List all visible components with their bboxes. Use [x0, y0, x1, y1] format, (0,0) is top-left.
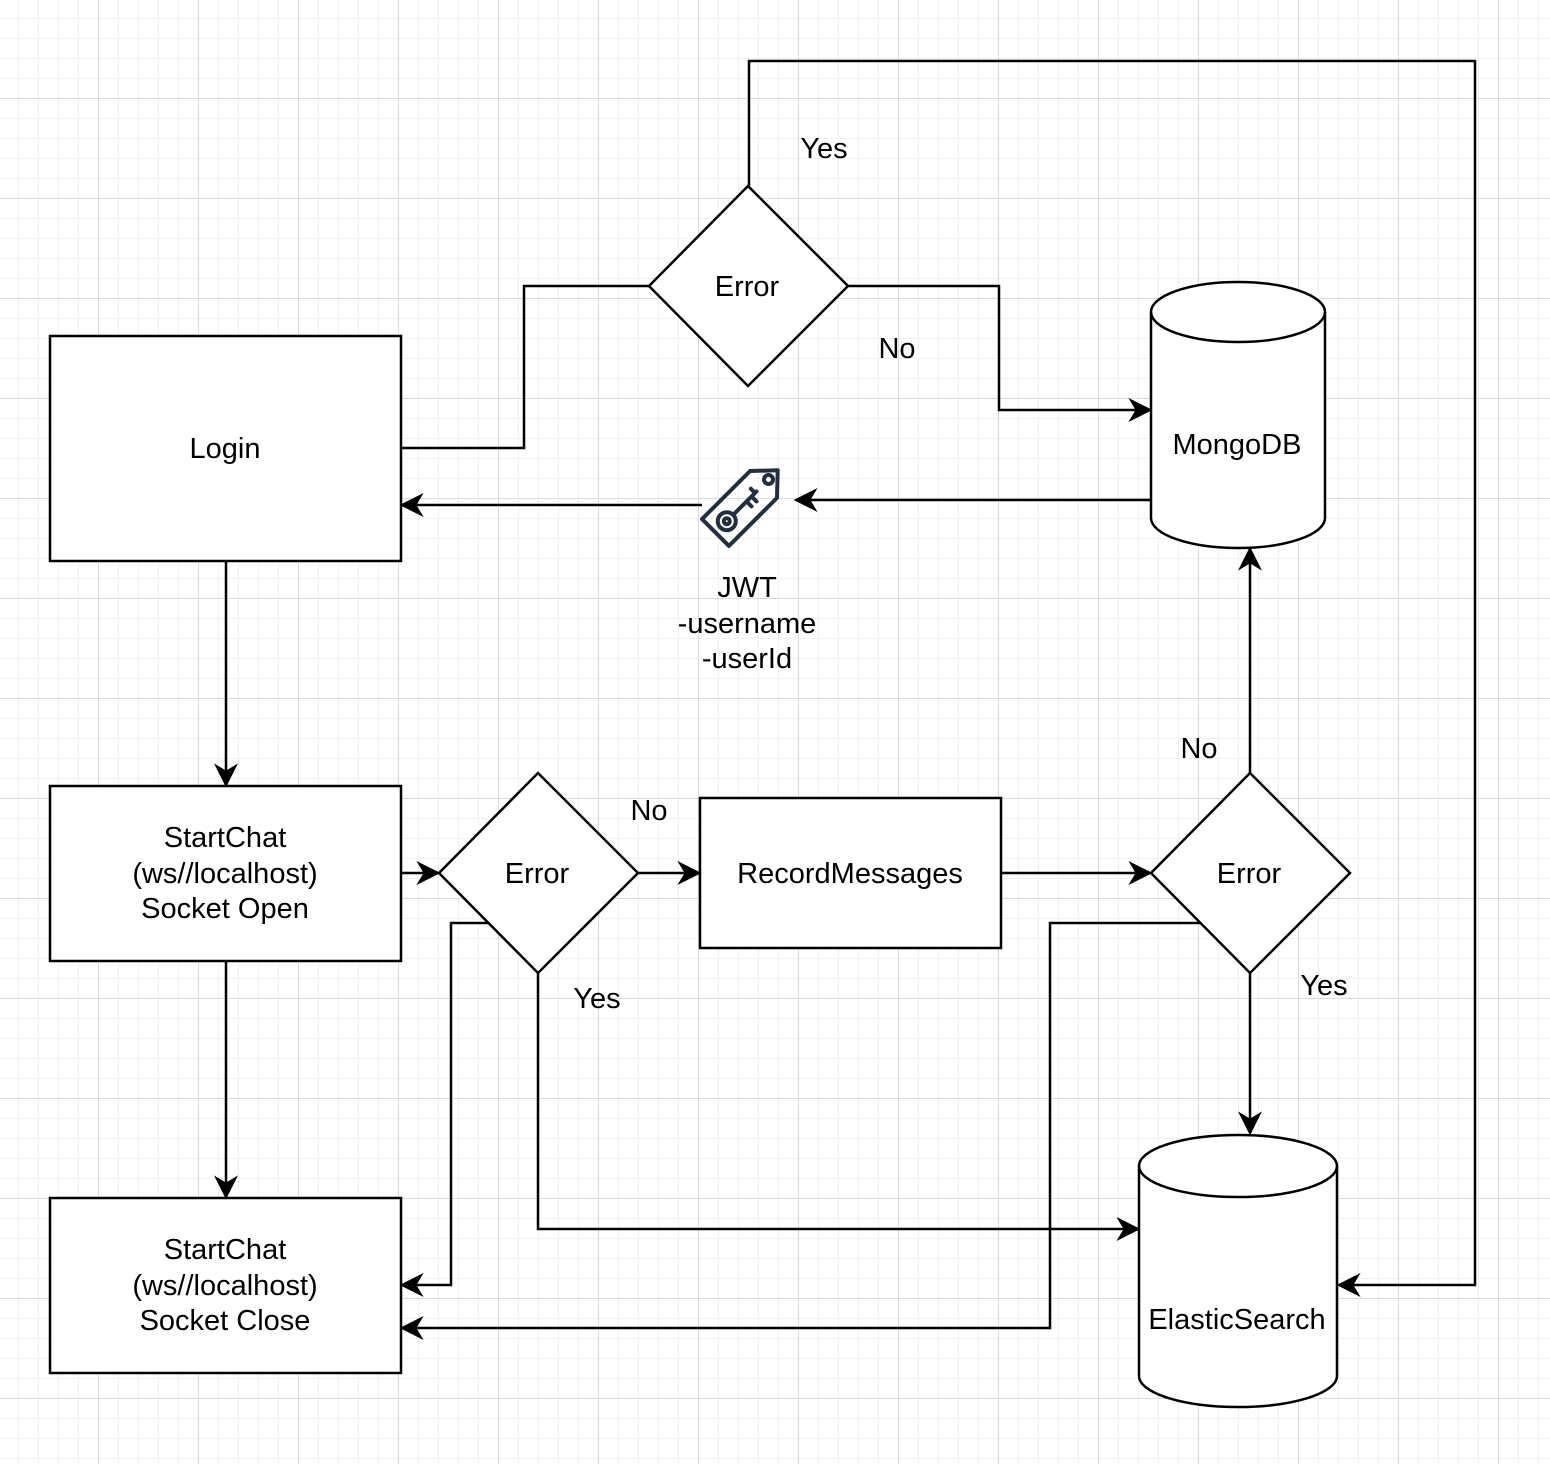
node-socket-close-line-2: (ws//localhost) [132, 1270, 317, 1302]
node-error-right[interactable]: Error [1149, 771, 1352, 975]
jwt-label-line-1: JWT [717, 572, 777, 604]
edge-error-mid-yes-to-elasticsearch [536, 972, 1141, 1241]
edge-label-mid-no: No [630, 795, 667, 827]
edge-label-right-no: No [1180, 733, 1217, 765]
node-mongodb[interactable]: MongoDB [1149, 280, 1327, 550]
jwt-label-line-3: -userId [702, 643, 792, 675]
node-socket-open-line-3: Socket Open [141, 893, 309, 925]
node-socket-close-line-3: Socket Close [140, 1305, 311, 1337]
node-recordmessages-label: RecordMessages [737, 858, 963, 890]
node-elasticsearch-label: ElasticSearch [1148, 1304, 1325, 1336]
node-login[interactable]: Login [48, 334, 403, 563]
node-error-right-label: Error [1217, 858, 1282, 890]
edge-error-top-no-to-mongodb [848, 284, 1153, 422]
node-login-label: Login [190, 433, 261, 465]
node-elasticsearch[interactable]: ElasticSearch [1137, 1133, 1339, 1409]
edge-label-top-no: No [878, 333, 915, 365]
key-tag-icon [700, 468, 780, 548]
edge-login-to-error-top [401, 284, 649, 450]
jwt-label-line-2: -username [678, 608, 817, 640]
edge-error-right-to-socket-close [399, 921, 1200, 1340]
node-socket-close[interactable]: StartChat (ws//localhost) Socket Close [48, 1196, 403, 1375]
edge-error-top-yes-to-elasticsearch [747, 59, 1477, 1297]
node-error-top[interactable]: Error [647, 184, 850, 388]
edge-label-top-yes: Yes [800, 133, 847, 165]
edge-label-mid-yes: Yes [573, 983, 620, 1015]
node-recordmessages[interactable]: RecordMessages [698, 796, 1003, 950]
edge-error-mid-to-socket-close [399, 921, 488, 1297]
edge-labels: Yes No No Yes No Yes [573, 133, 1347, 1015]
node-mongodb-label: MongoDB [1173, 429, 1302, 461]
edge-label-right-yes: Yes [1300, 970, 1347, 1002]
jwt-label: JWT -username -userId [678, 572, 817, 675]
node-socket-open-line-2: (ws//localhost) [132, 858, 317, 890]
node-error-mid[interactable]: Error [437, 771, 640, 975]
node-socket-open[interactable]: StartChat (ws//localhost) Socket Open [48, 784, 403, 963]
edges [214, 59, 1477, 1340]
node-error-mid-label: Error [505, 858, 570, 890]
node-socket-open-line-1: StartChat [164, 822, 287, 854]
node-error-top-label: Error [715, 271, 780, 303]
node-socket-close-line-1: StartChat [164, 1234, 287, 1266]
